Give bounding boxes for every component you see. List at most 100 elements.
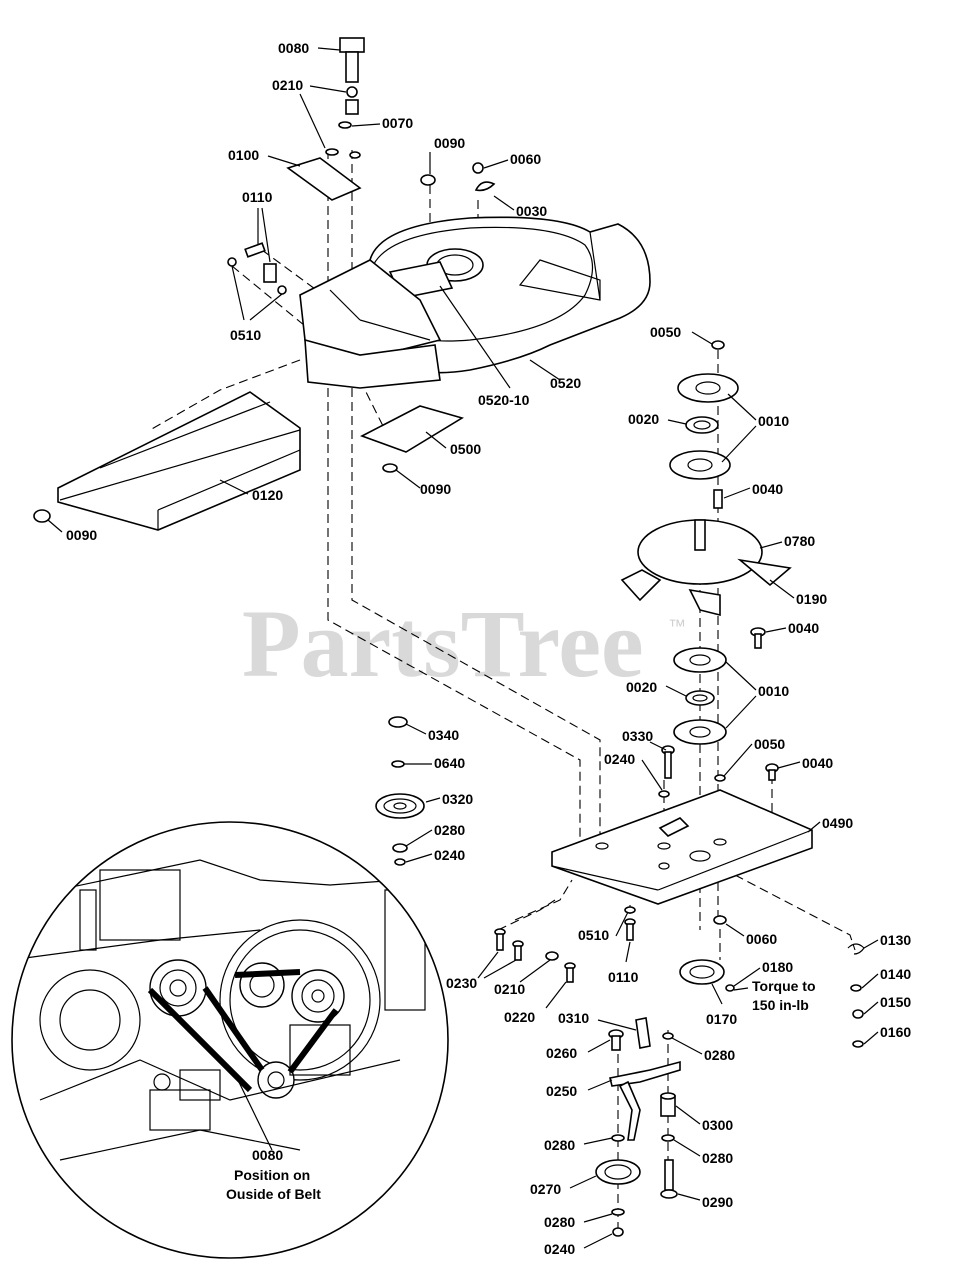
blower-housing-0520	[299, 216, 651, 389]
nut-0160	[852, 1040, 864, 1048]
callout-0040: 0040	[788, 620, 819, 636]
callout-0330: 0330	[622, 728, 653, 744]
callout-0010: 0010	[758, 413, 789, 429]
callout-0240: 0240	[434, 847, 465, 863]
callout-labels: 0080 0210 0070 0100 0090 0060 0030 0110 …	[66, 40, 911, 1257]
callout-0210: 0210	[272, 77, 303, 93]
washer	[325, 148, 339, 156]
bolt-0080	[339, 37, 365, 83]
washer-0150	[852, 1009, 864, 1019]
callout-0520: 0520	[550, 375, 581, 391]
callout-0490: 0490	[822, 815, 853, 831]
leader-lines	[47, 47, 879, 1249]
callout-0070: 0070	[382, 115, 413, 131]
nut	[472, 162, 484, 174]
callout-0050: 0050	[754, 736, 785, 752]
callout-0280: 0280	[544, 1137, 575, 1153]
callout-0280: 0280	[434, 822, 465, 838]
nut	[658, 790, 670, 798]
callout-0270: 0270	[530, 1181, 561, 1197]
callout-0080-inset: 0080	[252, 1147, 283, 1163]
callout-0310: 0310	[558, 1010, 589, 1026]
callout-0060: 0060	[510, 151, 541, 167]
plate-0500	[360, 405, 464, 453]
callout-0110: 0110	[242, 189, 273, 205]
callout-0280: 0280	[702, 1150, 733, 1166]
hairpin-0030	[474, 181, 496, 192]
bracket-0100	[286, 157, 362, 201]
flange-0010-bottom	[673, 647, 727, 673]
watermark-tm: ™	[668, 616, 686, 636]
torque-note: Torque to 150 in-lb	[752, 978, 816, 1013]
pulley-0320	[375, 793, 425, 819]
bolt-0040-right	[765, 763, 779, 781]
callout-0090: 0090	[66, 527, 97, 543]
bolts-0110	[227, 242, 287, 295]
lock-washer	[338, 121, 352, 129]
callout-0040: 0040	[802, 755, 833, 771]
inset-belt-detail	[11, 821, 449, 1259]
callout-0060: 0060	[746, 931, 777, 947]
callout-0780: 0780	[784, 533, 815, 549]
washer	[545, 951, 559, 961]
bolt-0260	[608, 1029, 624, 1051]
callout-0340: 0340	[428, 727, 459, 743]
washer	[611, 1208, 625, 1216]
bolt-0040	[750, 627, 766, 649]
callout-0190: 0190	[796, 591, 827, 607]
pulley-0170	[679, 959, 725, 985]
belt-note-line1: Position on	[234, 1167, 310, 1183]
callout-0240: 0240	[544, 1241, 575, 1257]
washer	[624, 906, 636, 914]
washer-0180	[725, 984, 735, 992]
pin-0130	[847, 943, 865, 955]
washer	[661, 1134, 675, 1142]
callout-0500: 0500	[450, 441, 481, 457]
nut	[345, 99, 359, 115]
callout-0090: 0090	[434, 135, 465, 151]
nut	[711, 340, 725, 350]
callout-0150: 0150	[880, 994, 911, 1010]
callout-0220: 0220	[504, 1009, 535, 1025]
washer-0640	[391, 760, 405, 768]
bolt-0220	[564, 962, 576, 983]
callout-0010: 0010	[758, 683, 789, 699]
washer-0140	[850, 984, 862, 992]
mount-plate-0490	[551, 789, 813, 905]
callout-0510: 0510	[230, 327, 261, 343]
callout-0250: 0250	[546, 1083, 577, 1099]
bolt-0230	[494, 928, 506, 951]
nut-0060	[713, 915, 727, 925]
nut	[33, 509, 51, 523]
washer	[349, 151, 361, 159]
callout-0640: 0640	[434, 755, 465, 771]
nut	[382, 463, 398, 473]
callout-0320: 0320	[442, 791, 473, 807]
callout-0300: 0300	[702, 1117, 733, 1133]
torque-note-line2: 150 in-lb	[752, 997, 809, 1013]
spring-0310	[635, 1017, 651, 1049]
callout-0520-10: 0520-10	[478, 392, 530, 408]
callout-0180: 0180	[762, 959, 793, 975]
callout-0240: 0240	[604, 751, 635, 767]
bolt-0210	[512, 940, 524, 961]
callout-0020: 0020	[628, 411, 659, 427]
callout-0280: 0280	[544, 1214, 575, 1230]
watermark: PartsTree	[242, 590, 644, 697]
nut	[714, 774, 726, 782]
callout-0160: 0160	[880, 1024, 911, 1040]
callout-0110: 0110	[608, 969, 639, 985]
bolt	[713, 489, 723, 509]
washer-0340	[388, 716, 408, 728]
bearing-0020-top	[685, 416, 719, 434]
callout-0210: 0210	[494, 981, 525, 997]
nut	[420, 174, 436, 186]
pulley-0270	[595, 1159, 641, 1185]
callout-0100: 0100	[228, 147, 259, 163]
callout-0040: 0040	[752, 481, 783, 497]
nut	[394, 858, 406, 866]
washer	[392, 843, 408, 853]
callout-0030: 0030	[516, 203, 547, 219]
callout-0280: 0280	[704, 1047, 735, 1063]
